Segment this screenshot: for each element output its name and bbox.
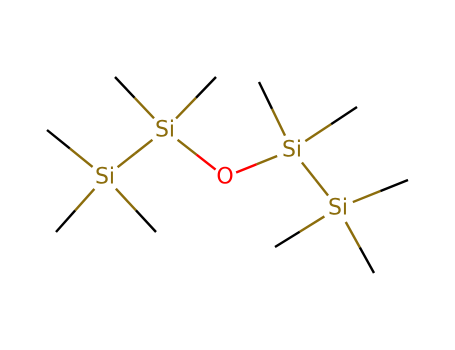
bond-si2-methyl-2b-a <box>175 96 197 120</box>
bond-si4-methyl-4b-b <box>274 230 301 249</box>
atom-label-si3: Si <box>282 138 302 163</box>
bond-si3-si4-a <box>301 161 316 180</box>
bonds <box>46 76 409 274</box>
atom-label-o: O <box>216 165 233 190</box>
bond-si1-methyl-1a-a <box>69 147 94 168</box>
bond-si2-o-b <box>195 153 217 171</box>
bond-o-si3-a <box>235 163 258 174</box>
bond-si2-o-a <box>176 138 198 156</box>
bond-si1-methyl-1b-b <box>55 209 77 233</box>
bond-o-si3-b <box>256 154 278 166</box>
bond-si1-methyl-1c-b <box>135 209 157 233</box>
bond-si2-methyl-2a-b <box>114 76 136 99</box>
bond-si2-methyl-2b-b <box>195 76 217 99</box>
bond-si4-methyl-4c-a <box>344 221 361 249</box>
bond-si2-methyl-2a-a <box>133 96 155 120</box>
bond-si3-methyl-3b-a <box>304 123 332 143</box>
bond-si4-methyl-4a-a <box>352 189 381 204</box>
atom-label-si4: Si <box>328 196 348 221</box>
atom-label-si1: Si <box>95 165 115 190</box>
bond-si1-si2-b <box>134 138 154 155</box>
bond-si3-methyl-3b-b <box>330 105 358 126</box>
bond-si4-methyl-4a-b <box>379 178 409 193</box>
bond-si4-methyl-4b-a <box>299 215 326 233</box>
bond-si1-methyl-1b-a <box>74 188 96 212</box>
bond-si3-si4-b <box>314 178 329 197</box>
bond-si3-methyl-3a-b <box>257 81 274 110</box>
bond-si1-methyl-1a-b <box>46 129 71 150</box>
bond-si3-methyl-3a-a <box>270 108 287 137</box>
bond-si1-si2-a <box>116 152 136 169</box>
bond-si4-methyl-4c-b <box>358 246 376 274</box>
atom-label-si2: Si <box>155 118 175 143</box>
bond-si1-methyl-1c-a <box>114 187 137 212</box>
